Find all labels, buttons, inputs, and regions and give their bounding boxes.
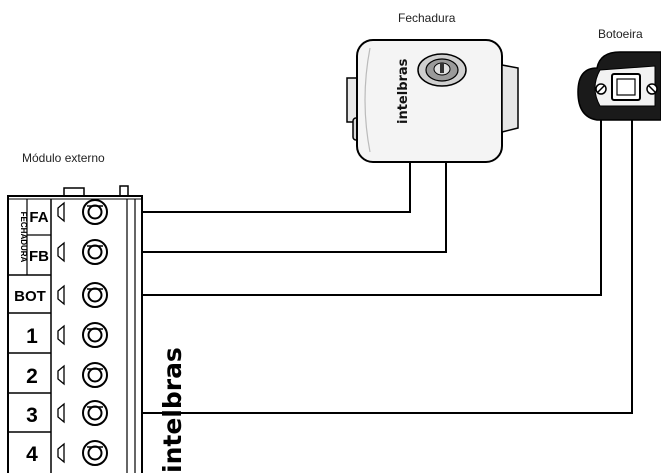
right-screw-icon [646,83,658,95]
terminal-label-fb: FB [29,248,49,265]
left-screw-icon [595,83,607,95]
terminal-label-2: 2 [26,365,38,388]
wire-fa [95,160,411,213]
lock-caption: Fechadura [398,11,456,25]
key-cylinder-icon [417,53,467,87]
wire-3 [95,118,633,414]
screw-terminal-1 [82,322,108,348]
module-brand-logo: intelbras [158,347,187,473]
electric-lock: intelbras [346,39,519,163]
terminal-label-3: 3 [26,404,38,427]
screw-terminal-fa [82,199,108,225]
screw-terminal-2 [82,362,108,388]
clamp-tab-fa [57,201,65,223]
clamp-tab-1 [57,324,65,346]
terminal-label-4: 4 [26,443,38,466]
screw-terminal-3 [82,400,108,426]
screw-terminal-fb [82,239,108,265]
terminal-label-fa: FA [29,209,48,226]
clamp-tab-fb [57,241,65,263]
button-caption: Botoeira [598,27,643,41]
clamp-tab-4 [57,442,65,464]
clamp-tab-bot [57,284,65,306]
screw-terminal-4 [82,440,108,466]
terminal-label-1: 1 [26,325,38,348]
module-caption: Módulo externo [22,151,105,165]
clamp-tab-2 [57,364,65,386]
wire-fb [95,160,447,253]
clamp-tab-3 [57,402,65,424]
lock-brand-logo: intelbras [396,58,411,124]
wires [95,118,633,414]
external-module: FECHADURA FA FB BOT 1 2 3 4 [7,185,187,473]
wire-bot [95,118,602,296]
lock-group-label: FECHADURA [19,212,28,263]
button-square-icon [611,73,641,101]
push-button [577,51,661,121]
screw-terminal-bot [82,282,108,308]
terminal-label-bot: BOT [14,288,46,305]
